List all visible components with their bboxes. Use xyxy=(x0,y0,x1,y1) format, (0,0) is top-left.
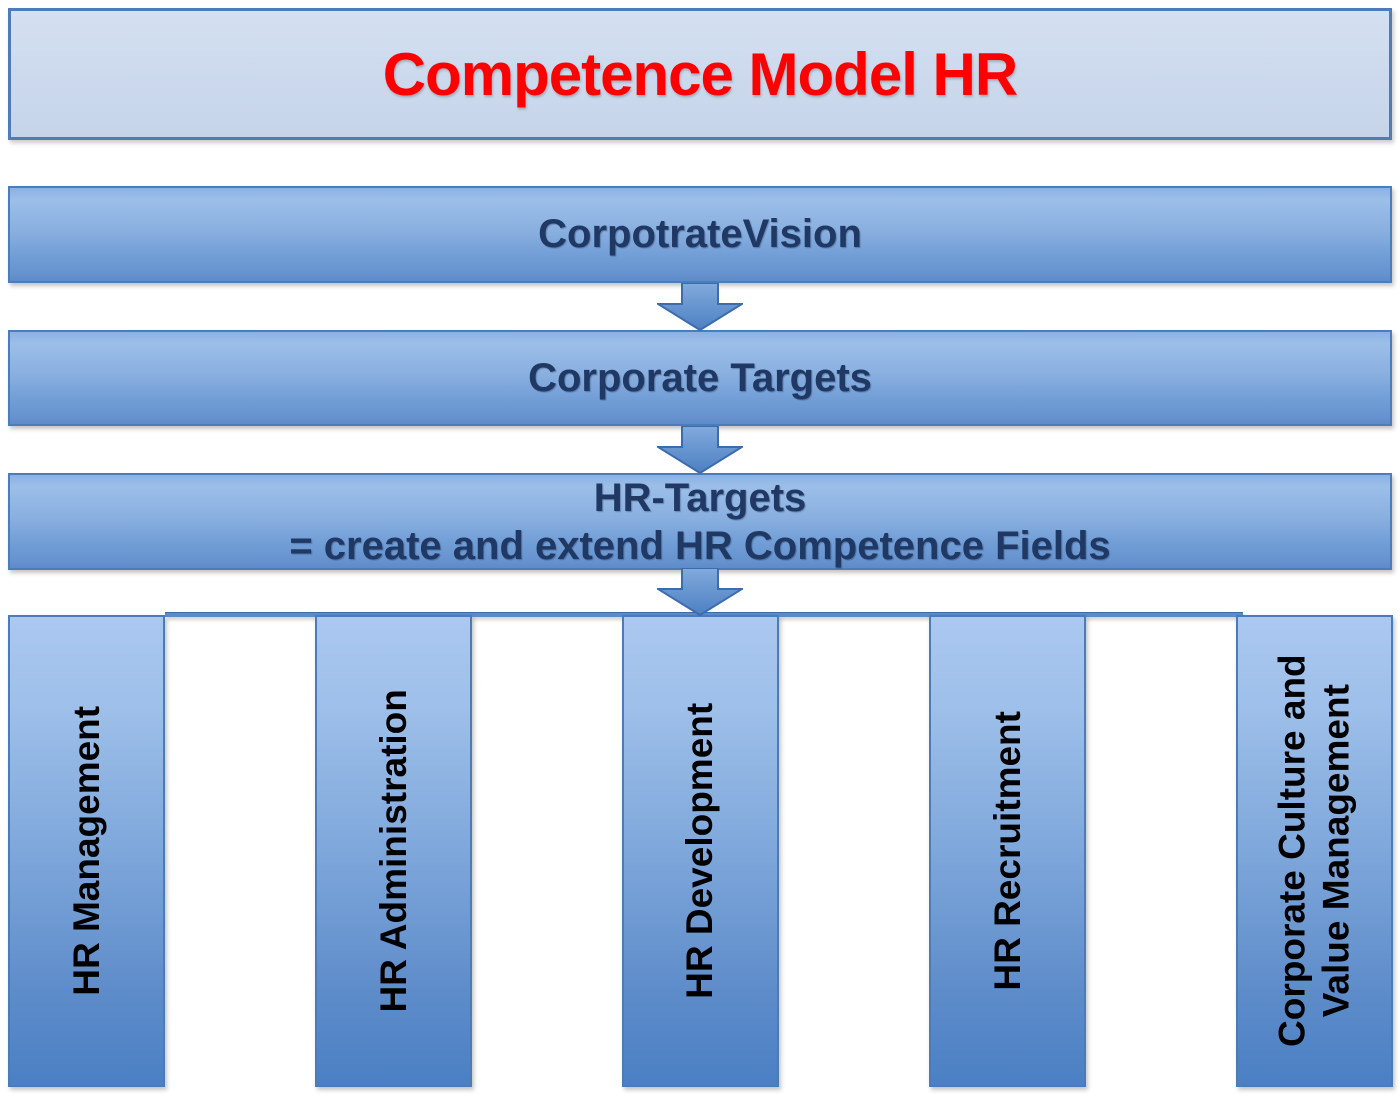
flow-bar-label: Corporate Targets xyxy=(528,355,872,400)
column-label: HR Development xyxy=(679,702,721,1000)
column-hr-management: HR Management xyxy=(8,615,165,1087)
column-label: HR Administration xyxy=(372,689,414,1013)
page-title: Competence Model HR xyxy=(382,40,1018,108)
down-arrow-icon xyxy=(657,283,743,331)
column-hr-recruitment: HR Recruitment xyxy=(929,615,1086,1087)
column-hr-administration: HR Administration xyxy=(315,615,472,1087)
down-arrow-icon xyxy=(657,426,743,474)
column-corporate-culture-and-value-management: Corporate Culture and Value Management xyxy=(1236,615,1393,1087)
column-label: HR Management xyxy=(65,706,107,996)
down-arrow-icon xyxy=(657,568,743,616)
column-label: HR Recruitment xyxy=(986,711,1028,991)
column-hr-development: HR Development xyxy=(622,615,779,1087)
column-label: Corporate Culture and Value Management xyxy=(1271,654,1357,1048)
title-banner: Competence Model HR xyxy=(8,8,1392,140)
flow-bar-label: CorpotrateVision xyxy=(538,212,862,256)
flow-bar-corporate-targets: Corporate Targets xyxy=(8,330,1392,426)
flow-bar-label-line2: = create and extend HR Competence Fields xyxy=(289,523,1111,568)
flow-bar-hr-targets: HR-Targets = create and extend HR Compet… xyxy=(8,473,1392,570)
flow-bar-label-line1: HR-Targets xyxy=(593,475,807,520)
flow-bar-corporate-vision: CorpotrateVision xyxy=(8,186,1392,283)
